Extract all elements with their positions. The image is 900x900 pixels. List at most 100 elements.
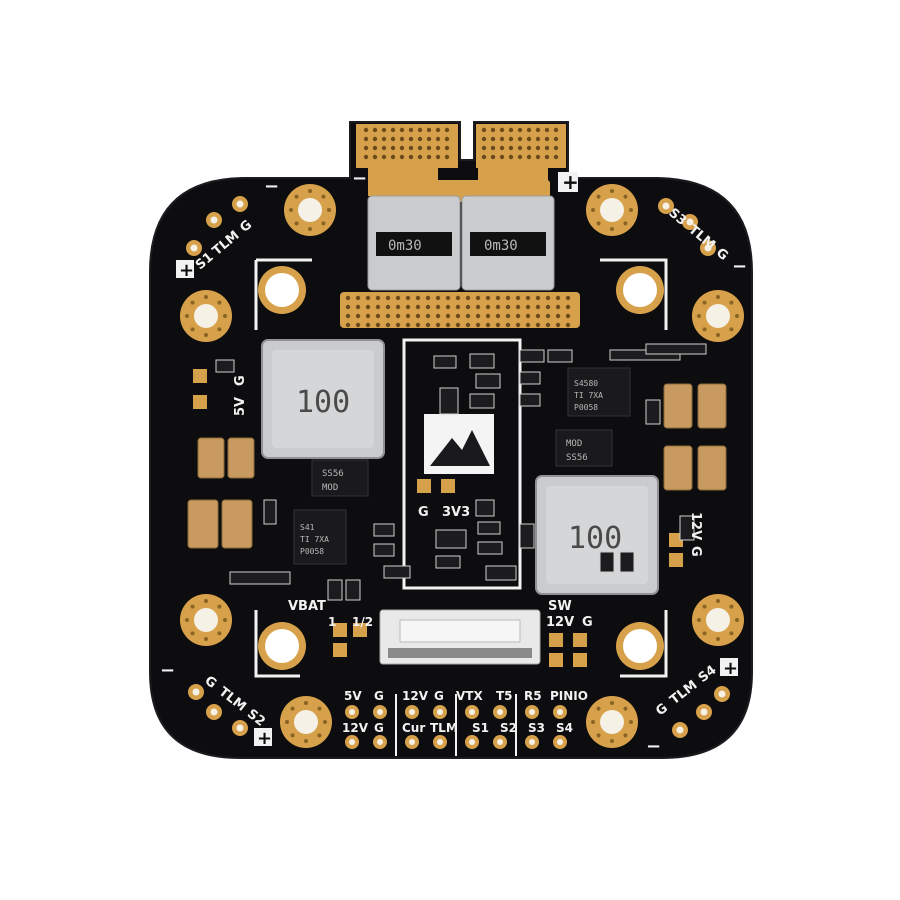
pad-via xyxy=(217,604,222,609)
svg-text:−: − xyxy=(732,256,747,277)
svg-text:1/2: 1/2 xyxy=(352,615,373,629)
via-dot xyxy=(481,145,487,151)
via-dot xyxy=(544,136,550,142)
pad-via xyxy=(716,333,720,337)
header-pin-hole xyxy=(469,739,475,745)
regulator-ic-left: S41 TI 7XA P0058 xyxy=(293,509,347,565)
fpc-connector xyxy=(379,609,541,665)
via-dot xyxy=(435,304,441,310)
svg-text:12V: 12V xyxy=(688,512,703,540)
pad-via xyxy=(321,194,326,199)
via-dot xyxy=(381,136,387,142)
svg-text:TI 7XA: TI 7XA xyxy=(574,391,603,400)
header-pin-hole xyxy=(409,709,415,715)
via-dot xyxy=(475,313,481,319)
inductor-left-label: 100 xyxy=(296,385,350,420)
svg-text:S4580: S4580 xyxy=(574,379,598,388)
signal-pad-hole xyxy=(718,690,726,698)
pad-via xyxy=(323,720,327,724)
via-dot xyxy=(544,145,550,151)
pad-via xyxy=(190,631,195,636)
via-dot xyxy=(535,145,541,151)
smd-component xyxy=(475,373,501,389)
via-dot xyxy=(365,313,371,319)
square-pad xyxy=(549,633,563,647)
smd-component xyxy=(327,579,343,601)
via-dot xyxy=(555,322,561,328)
via-dot xyxy=(415,322,421,328)
via-dot xyxy=(390,136,396,142)
pad-via xyxy=(185,314,189,318)
via-dot xyxy=(405,295,411,301)
battery-copper-tabs xyxy=(340,124,580,328)
pad-via xyxy=(190,327,195,332)
via-dot xyxy=(345,313,351,319)
via-dot xyxy=(345,322,351,328)
pad-via xyxy=(729,300,734,305)
via-dot xyxy=(495,322,501,328)
via-dot xyxy=(372,127,378,133)
pad-via xyxy=(223,618,227,622)
via-dot xyxy=(526,154,532,160)
via-dot xyxy=(517,136,523,142)
header-pin-hole xyxy=(409,739,415,745)
header-pin-hole xyxy=(349,739,355,745)
via-dot xyxy=(395,295,401,301)
top-polarity-marks: − + xyxy=(352,168,579,194)
pad-via xyxy=(729,327,734,332)
pad-via xyxy=(596,194,601,199)
pad-via xyxy=(204,599,208,603)
via-dot xyxy=(425,322,431,328)
via-dot xyxy=(426,145,432,151)
pad-via xyxy=(702,631,707,636)
svg-text:VBAT: VBAT xyxy=(288,599,326,614)
pad-via xyxy=(290,706,295,711)
via-dot xyxy=(426,154,432,160)
via-dot xyxy=(372,136,378,142)
pad-via xyxy=(285,720,289,724)
via-dot xyxy=(465,322,471,328)
motor-pad-hole xyxy=(600,710,624,734)
via-dot xyxy=(535,295,541,301)
via-dot xyxy=(363,127,369,133)
header-pin-hole xyxy=(349,709,355,715)
header-label-top: 5V xyxy=(344,689,362,703)
square-pad xyxy=(669,553,683,567)
svg-text:SW: SW xyxy=(548,599,572,614)
via-dot xyxy=(444,145,450,151)
via-dot xyxy=(525,313,531,319)
pad-via xyxy=(735,618,739,622)
via-dot xyxy=(435,145,441,151)
via-dot xyxy=(445,322,451,328)
smd-component xyxy=(485,565,517,581)
via-dot xyxy=(372,154,378,160)
via-dot xyxy=(505,295,511,301)
regulator-ic-right: S4580 TI 7XA P0058 xyxy=(567,367,631,417)
pad-via xyxy=(217,631,222,636)
header-pin-hole xyxy=(437,709,443,715)
via-dot xyxy=(565,304,571,310)
svg-text:5V: 5V xyxy=(233,397,248,416)
via-dot xyxy=(390,145,396,151)
smd-component xyxy=(229,571,291,585)
signal-pad-hole xyxy=(190,244,198,252)
via-dot xyxy=(505,322,511,328)
capacitors xyxy=(187,383,727,549)
via-dot xyxy=(505,304,511,310)
via-dot xyxy=(475,304,481,310)
via-dot xyxy=(385,322,391,328)
pad-via xyxy=(308,189,312,193)
via-dot xyxy=(555,304,561,310)
inductor-left: 100 xyxy=(261,339,385,459)
header-label-top: VTX xyxy=(456,689,483,703)
via-dot xyxy=(399,154,405,160)
pad-via xyxy=(290,733,295,738)
svg-text:+: + xyxy=(723,658,738,679)
via-dot xyxy=(481,154,487,160)
svg-text:−: − xyxy=(160,660,175,681)
smd-component xyxy=(263,499,277,525)
via-dot xyxy=(481,127,487,133)
via-dot xyxy=(435,136,441,142)
svg-text:S41: S41 xyxy=(300,523,315,532)
